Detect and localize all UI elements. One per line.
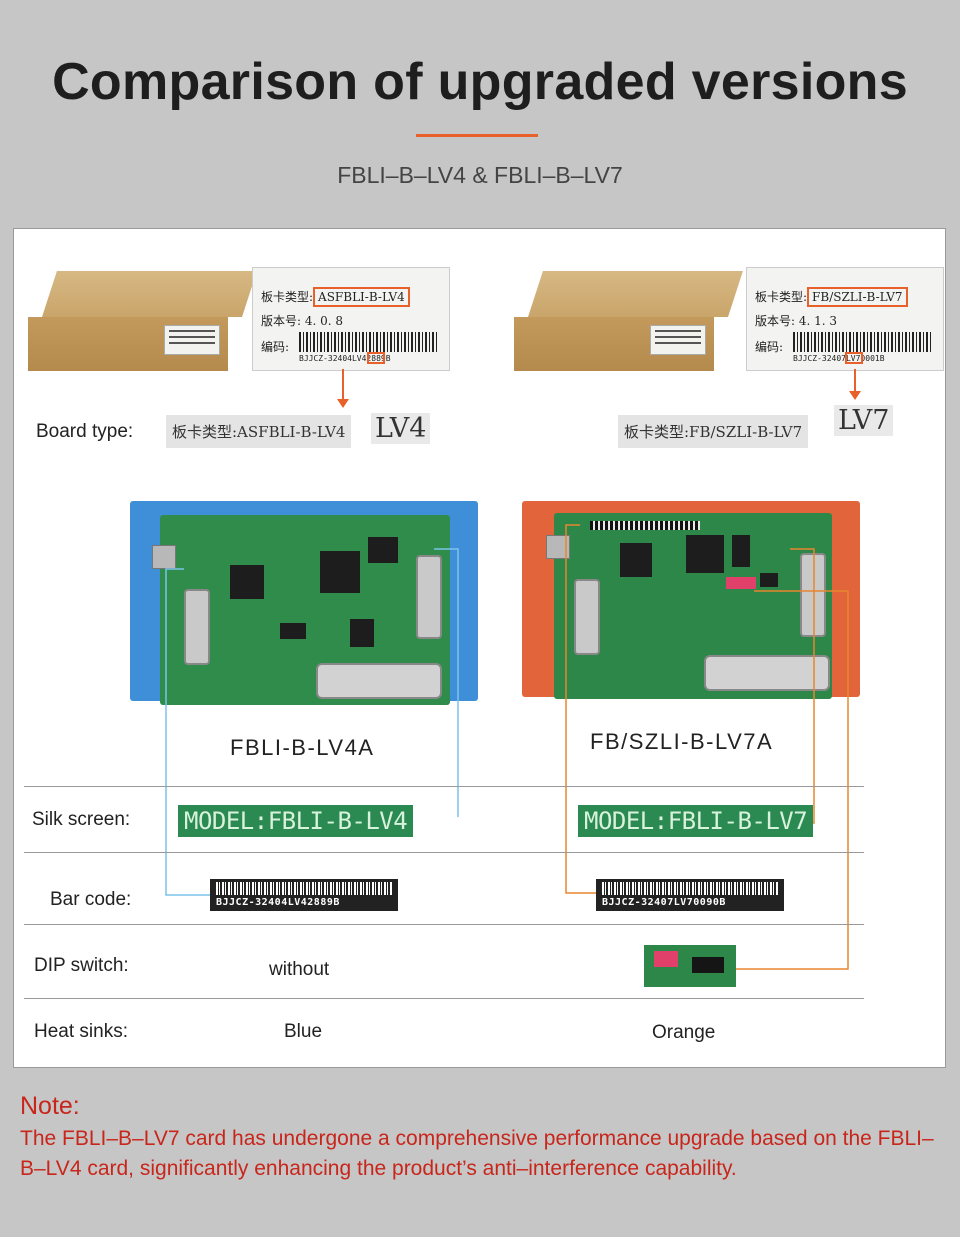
divider-3 xyxy=(24,924,864,925)
lv4-chip-3 xyxy=(368,537,398,563)
heat-sinks-label: Heat sinks: xyxy=(34,1021,128,1042)
lv7-header-strip xyxy=(590,521,700,530)
lv7-product-label: 板卡类型:FB/SZLI-B-LV7 版本号: 4. 1. 3 编码: BJJC… xyxy=(746,267,944,371)
lv4-heat-sink-value: Blue xyxy=(284,1021,323,1042)
silk-screen-label: Silk screen: xyxy=(32,809,131,830)
lv4-label-board-type: 板卡类型: xyxy=(261,290,314,304)
lv4-db9-left xyxy=(184,589,210,665)
lv4-chip-2 xyxy=(320,551,360,593)
lv4-board-name: FBLI-B-LV4A xyxy=(230,735,375,760)
lv4-barcode-text: BJJCZ-32404LV42889B xyxy=(216,897,340,908)
lv4-chip-5 xyxy=(280,623,306,639)
page-title: Comparison of upgraded versions xyxy=(52,53,908,111)
lv4-silk-screen: MODEL:FBLI-B-LV4 xyxy=(178,805,414,837)
bar-code-label: Bar code: xyxy=(50,889,132,910)
lv7-label-version: 版本号: 4. 1. 3 xyxy=(755,314,838,328)
note-title: Note: xyxy=(20,1092,80,1120)
divider-1 xyxy=(24,786,864,787)
lv4-chip-4 xyxy=(350,619,374,647)
lv4-label-code: 编码: xyxy=(261,340,290,354)
lv4-product-box xyxy=(28,271,257,371)
lv7-label-lv-highlight xyxy=(845,352,863,364)
lv4-board-type-short: LV4 xyxy=(371,413,431,444)
comparison-panel: 板卡类型:ASFBLI-B-LV4 版本号: 4. 0. 8 编码: BJJCZ… xyxy=(13,228,946,1068)
lv4-board-type-chip: 板卡类型:ASFBLI-B-LV4 xyxy=(166,415,352,448)
lv7-usb-port xyxy=(546,535,570,559)
lv7-chip-3 xyxy=(732,535,750,567)
lv7-arrow-line xyxy=(854,369,856,393)
page-subtitle: FBLI–B–LV4 & FBLI–B–LV7 xyxy=(337,162,623,188)
lv7-db9-right xyxy=(800,553,826,637)
lv4-pcb xyxy=(152,515,450,705)
lv4-label-board-type-value: ASFBLI-B-LV4 xyxy=(313,287,410,307)
lv7-barcode: BJJCZ-32407LV70090B xyxy=(596,879,784,911)
lv7-label-code: 编码: xyxy=(755,340,784,354)
dip-switch-label: DIP switch: xyxy=(34,955,129,976)
lv4-arrow-line xyxy=(342,369,344,401)
lv7-dip-switch-photo xyxy=(644,945,736,987)
lv7-dip-switch xyxy=(726,577,756,589)
lv7-arrow-head xyxy=(849,391,861,400)
lv4-label-barcode xyxy=(299,332,439,352)
lv4-barcode: BJJCZ-32404LV42889B xyxy=(210,879,398,911)
lv4-usb-port xyxy=(152,545,176,569)
lv7-label-board-type-value: FB/SZLI-B-LV7 xyxy=(807,287,908,307)
divider-2 xyxy=(24,852,864,853)
lv7-main-chip xyxy=(620,543,652,577)
lv7-board-type-short: LV7 xyxy=(834,405,894,436)
lv7-chip-4 xyxy=(760,573,778,587)
lv4-label-barcode-text: BJJCZ-32404LV42889B xyxy=(299,354,391,363)
lv7-chip-2 xyxy=(686,535,724,573)
lv7-board-name: FB/SZLI-B-LV7A xyxy=(590,729,774,754)
lv7-product-box xyxy=(514,271,743,371)
lv4-label-lv-highlight xyxy=(367,352,385,364)
lv7-label-board-type: 板卡类型: xyxy=(755,290,808,304)
lv4-db9-right xyxy=(416,555,442,639)
lv4-arrow-head xyxy=(337,399,349,408)
lv7-silk-screen: MODEL:FBLI-B-LV7 xyxy=(578,805,814,837)
lv7-label-barcode xyxy=(793,332,933,352)
lv7-heat-sink-value: Orange xyxy=(652,1022,716,1043)
lv7-db25 xyxy=(704,655,830,691)
lv7-db9-left xyxy=(574,579,600,655)
lv4-label-version: 版本号: 4. 0. 8 xyxy=(261,314,344,328)
lv4-db25 xyxy=(316,663,442,699)
lv7-board-type-chip: 板卡类型:FB/SZLI-B-LV7 xyxy=(618,415,809,448)
note-body: The FBLI–B–LV7 card has undergone a comp… xyxy=(20,1127,934,1180)
divider-4 xyxy=(24,998,864,999)
lv7-pcb xyxy=(546,513,832,699)
board-type-label: Board type: xyxy=(36,421,134,442)
title-underline xyxy=(416,134,538,137)
lv4-dip-switch-value: without xyxy=(269,959,330,980)
lv7-label-barcode-text: BJJCZ-32407LV70001B xyxy=(793,354,885,363)
lv4-product-label: 板卡类型:ASFBLI-B-LV4 版本号: 4. 0. 8 编码: BJJCZ… xyxy=(252,267,450,371)
lv7-barcode-text: BJJCZ-32407LV70090B xyxy=(602,897,726,908)
lv4-main-chip xyxy=(230,565,264,599)
